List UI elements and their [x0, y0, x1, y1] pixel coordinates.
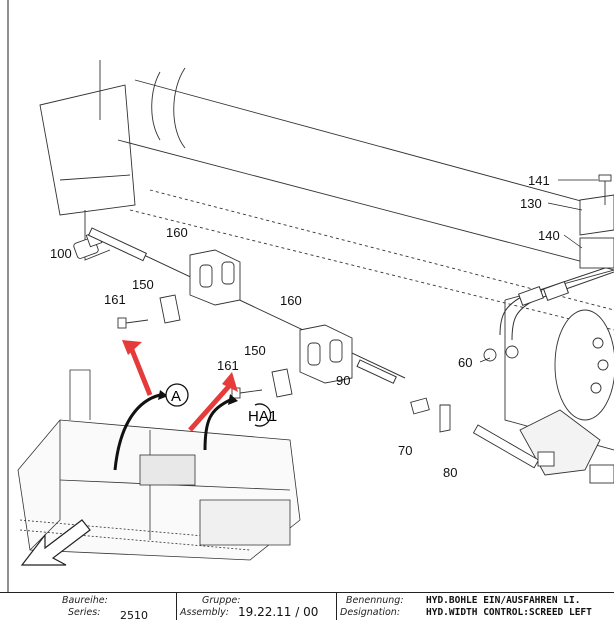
callout-60: 60 [458, 355, 472, 370]
red-arrow-right-icon [222, 372, 238, 392]
callout-160-b: 160 [280, 293, 302, 308]
series-label-en: Series: [68, 607, 101, 618]
leader-lines [479, 179, 598, 363]
callout-150-b: 150 [244, 343, 266, 358]
callout-161-b: 161 [217, 358, 239, 373]
hydraulic-motor [504, 269, 614, 484]
plate-150-b [271, 368, 293, 398]
callout-161-a: 161 [104, 292, 126, 307]
paver-inset [17, 369, 301, 561]
callout-141: 141 [528, 173, 550, 188]
title-block: Baureihe: Series: 2510 Gruppe: Assembly:… [0, 592, 614, 620]
bolt-161-a [117, 317, 149, 329]
arrow-a-head-icon [158, 390, 168, 400]
callout-140: 140 [538, 228, 560, 243]
series-label-de: Baureihe: [62, 595, 108, 606]
designation-cell: Benennung: Designation: HYD.BOHLE EIN/AU… [336, 593, 614, 620]
name-en: HYD.WIDTH CONTROL:SCREED LEFT [426, 607, 592, 618]
callout-130: 130 [520, 196, 542, 211]
name-de: HYD.BOHLE EIN/AUSFAHREN LI. [426, 595, 581, 606]
view-marker-a: A [171, 388, 181, 405]
hose-assembly-top [499, 264, 614, 341]
exploded-view-drawing: A HA1 141 130 140 100 160 161 150 160 16… [7, 0, 614, 592]
name-label-en: Designation: [340, 607, 401, 618]
hydraulic-pipe-90 [87, 227, 406, 384]
view-marker-a-circle [165, 383, 189, 407]
callout-100: 100 [50, 246, 72, 261]
clamp-160-b [299, 324, 353, 384]
callout-90: 90 [336, 373, 350, 388]
direction-arrows [113, 393, 231, 471]
red-arrow-up-icon [122, 340, 142, 355]
clamp-160-a [189, 249, 241, 306]
view-marker-ha1: HA1 [248, 408, 277, 425]
callout-70: 70 [398, 443, 412, 458]
group-label-de: Gruppe: [202, 595, 241, 606]
view-marker-ha1-bracket [254, 403, 272, 427]
view-direction-arrow-icon [20, 519, 91, 566]
elbow-fittings [410, 345, 555, 469]
callout-150-a: 150 [132, 277, 154, 292]
group-label-en: Assembly: [180, 607, 229, 618]
series-value: 2510 [120, 609, 148, 620]
plate-150-a [159, 294, 181, 324]
callout-80: 80 [443, 465, 457, 480]
arrow-ha1-head-icon [228, 394, 238, 405]
callout-160-a: 160 [166, 225, 188, 240]
series-cell: Baureihe: Series: 2510 [0, 593, 177, 620]
screed-beam [39, 60, 614, 331]
name-label-de: Benennung: [346, 595, 404, 606]
group-cell: Gruppe: Assembly: 19.22.11 / 00 [176, 593, 337, 620]
group-value: 19.22.11 / 00 [238, 605, 319, 619]
red-pointer-arrows [127, 344, 232, 432]
bracket-130-140 [579, 174, 614, 269]
